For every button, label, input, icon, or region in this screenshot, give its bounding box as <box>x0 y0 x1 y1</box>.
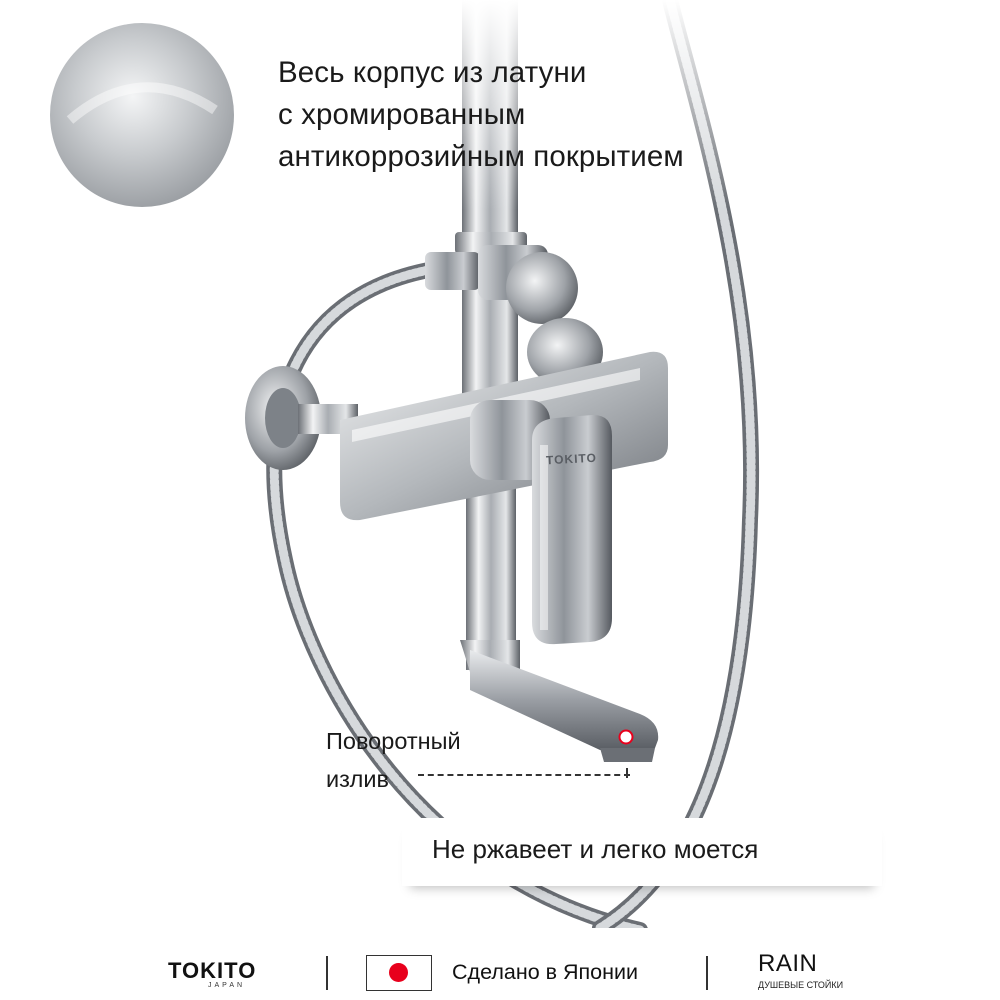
callout-leader-cap <box>626 768 628 778</box>
japan-flag-icon <box>366 955 432 991</box>
lever-handle <box>532 414 612 645</box>
brand-sub: JAPAN <box>208 982 246 989</box>
footer-bar: TOKITO JAPAN Сделано в Японии RAIN ДУШЕВ… <box>0 928 1000 1000</box>
made-in-label: Сделано в Японии <box>452 960 639 984</box>
callout-line-1: Поворотный <box>326 728 461 754</box>
footer-separator <box>326 956 328 990</box>
headline-line-3: антикоррозийным покрытием <box>278 140 684 173</box>
feature-badge-text: Не ржавеет и легко моется <box>432 834 759 864</box>
spout-callout: Поворотный излив <box>326 722 461 798</box>
callout-line-2: излив <box>326 766 389 792</box>
hose-connector <box>425 245 578 324</box>
headline-line-1: Весь корпус из латуни <box>278 56 587 89</box>
mixer-body <box>340 351 668 521</box>
series-name: RAIN <box>758 950 818 977</box>
callout-leader-line <box>418 774 630 776</box>
product-logo: TOKITO <box>545 450 598 468</box>
swivel-spout <box>460 640 659 762</box>
flag-sun <box>389 963 408 982</box>
footer-separator <box>706 956 708 990</box>
brand-logo: TOKITO <box>168 958 257 983</box>
brushed-metal-swatch <box>50 23 234 207</box>
feature-badge: Не ржавеет и легко моется <box>402 818 882 886</box>
headline-line-2: с хромированным <box>278 98 526 131</box>
headline: Весь корпус из латуни с хромированным ан… <box>278 52 798 178</box>
series-sub: ДУШЕВЫЕ СТОЙКИ <box>758 980 844 990</box>
